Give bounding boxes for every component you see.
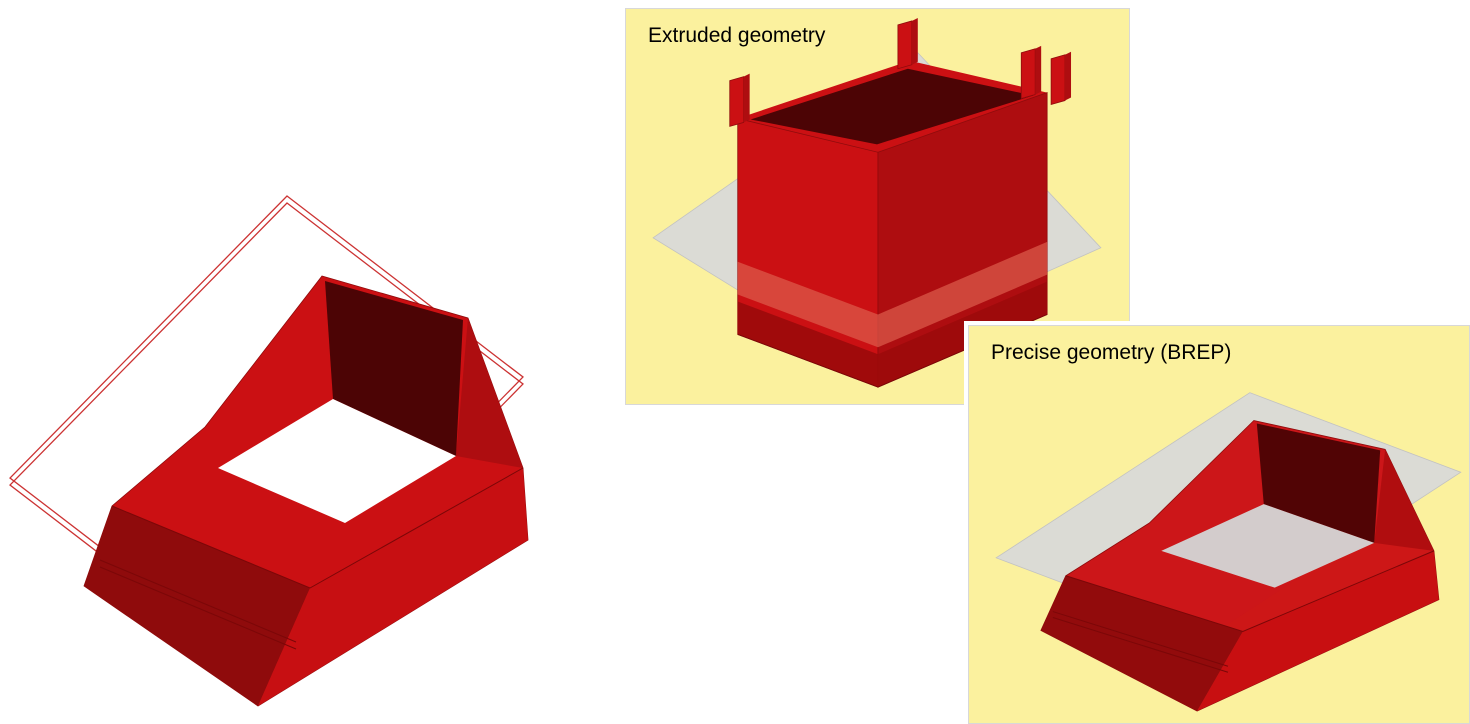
corner-post [729,73,750,127]
hood-interior-face [325,281,463,456]
brep-solid [1040,420,1440,712]
hood-right-face [456,318,523,468]
corner-post-front [1050,54,1066,106]
corner-post [1050,51,1072,106]
panel-brep-label: Precise geometry (BREP) [991,341,1232,364]
plane-band-left [737,261,878,348]
base-seam-line [1052,611,1229,667]
extruded-scene [652,17,1102,388]
base-seam-line [1052,617,1229,673]
corner-post [1020,45,1042,100]
base-front-right-face [1197,550,1439,712]
corner-post-side [911,17,918,65]
panel-extruded-label: Extruded geometry [648,24,826,47]
base-seam-line [99,566,297,650]
extruded-solid [729,17,1072,388]
corner-post-side [1065,51,1072,101]
top-opening [218,399,456,523]
corner-post-front [1020,48,1036,100]
panel-brep: Precise geometry (BREP) [968,325,1470,724]
plane-band-right [877,241,1048,348]
deck-edge [1065,550,1435,632]
base-band-right [877,281,1048,388]
deck-edge [111,467,524,589]
corner-post [897,17,918,70]
base-seam-line [99,559,297,643]
base-front-left-face [84,506,310,706]
corner-post-front [729,76,745,127]
top-opening [1161,504,1375,588]
hood-right-face [1374,449,1434,551]
base-band-left [737,301,878,388]
red-solid [83,275,529,707]
corner-post-side [743,73,750,123]
panel-extruded: Extruded geometry [625,8,1130,405]
hood-interior-face [1256,423,1381,543]
box-interior-face [750,68,1034,145]
base-front-right-face [258,468,528,706]
brep-scene [995,392,1462,712]
base-front-left-face [1040,575,1243,712]
corner-post-side [1035,45,1042,95]
corner-post-front [897,20,913,70]
